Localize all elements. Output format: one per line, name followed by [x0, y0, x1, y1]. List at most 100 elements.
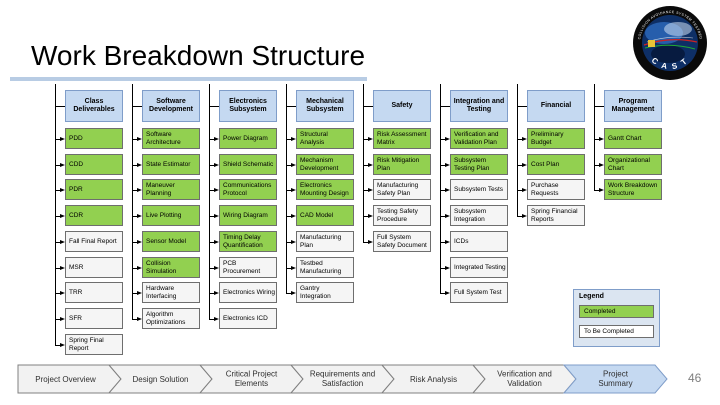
- wbs-item-cost-plan: Cost Plan: [527, 154, 585, 175]
- wbs-item-purchase-requests: Purchase Requests: [527, 179, 585, 200]
- wbs-arrowhead-icon: [445, 239, 450, 244]
- wbs-item-electronics-wiring: Electronics Wiring: [219, 282, 277, 303]
- wbs-arrowhead-icon: [137, 265, 142, 270]
- wbs-connector-header: [363, 106, 373, 107]
- wbs-item-algorithm-optimizations: Algorithm Optimizations: [142, 308, 200, 329]
- wbs-connector-item: [209, 293, 214, 294]
- wbs-connector-item: [55, 319, 60, 320]
- legend-completed-label: Completed: [584, 308, 616, 315]
- wbs-item-preliminary-budget: Preliminary Budget: [527, 128, 585, 149]
- wbs-arrowhead-icon: [445, 213, 450, 218]
- wbs-arrowhead-icon: [137, 162, 142, 167]
- wbs-arrowhead-icon: [445, 187, 450, 192]
- wbs-arrowhead-icon: [214, 316, 219, 321]
- wbs-arrowhead-icon: [291, 265, 296, 270]
- wbs-connector-item: [55, 139, 60, 140]
- wbs-item-integrated-testing: Integrated Testing: [450, 257, 508, 278]
- wbs-connector-item: [55, 165, 60, 166]
- logo-satellite-icon: [648, 40, 655, 47]
- wbs-connector-item: [55, 190, 60, 191]
- nav-step-project-summary[interactable]: [562, 364, 668, 394]
- wbs-item-msr: MSR: [65, 257, 123, 278]
- wbs-arrowhead-icon: [291, 162, 296, 167]
- wbs-arrowhead-icon: [445, 265, 450, 270]
- wbs-item-software-architecture: Software Architecture: [142, 128, 200, 149]
- wbs-item-manufacturing-safety-plan: Manufacturing Safety Plan: [373, 179, 431, 200]
- wbs-connector-item: [286, 165, 291, 166]
- wbs-connector-spine: [594, 84, 595, 191]
- wbs-connector-item: [517, 190, 522, 191]
- page-number: 46: [688, 371, 702, 385]
- wbs-arrowhead-icon: [60, 316, 65, 321]
- wbs-connector-item: [440, 139, 445, 140]
- wbs-connector-spine: [55, 84, 56, 345]
- wbs-connector-header: [517, 106, 527, 107]
- logo-trajectory-green: [644, 44, 696, 50]
- wbs-arrowhead-icon: [522, 187, 527, 192]
- wbs-connector-item: [209, 165, 214, 166]
- wbs-column-header-electronics-subsystem: Electronics Subsystem: [219, 90, 277, 122]
- wbs-arrowhead-icon: [599, 162, 604, 167]
- wbs-connector-item: [517, 216, 522, 217]
- wbs-item-full-system-test: Full System Test: [450, 282, 508, 303]
- wbs-connector-item: [286, 216, 291, 217]
- wbs-connector-item: [55, 242, 60, 243]
- wbs-arrowhead-icon: [214, 136, 219, 141]
- wbs-connector-item: [209, 139, 214, 140]
- wbs-connector-item: [363, 190, 368, 191]
- wbs-column-header-software-development: Software Development: [142, 90, 200, 122]
- wbs-item-risk-assessment-matrix: Risk Assessment Matrix: [373, 128, 431, 149]
- wbs-connector-item: [286, 268, 291, 269]
- wbs-arrowhead-icon: [214, 290, 219, 295]
- wbs-arrowhead-icon: [445, 290, 450, 295]
- legend-completed-swatch: Completed: [579, 305, 654, 318]
- wbs-connector-item: [363, 139, 368, 140]
- wbs-arrowhead-icon: [137, 136, 142, 141]
- wbs-arrowhead-icon: [522, 213, 527, 218]
- wbs-connector-item: [594, 190, 599, 191]
- wbs-connector-item: [55, 293, 60, 294]
- wbs-connector-spine: [132, 84, 133, 319]
- wbs-connector-header: [55, 106, 65, 107]
- wbs-connector-item: [209, 242, 214, 243]
- wbs-column-header-integration-and-testing: Integration and Testing: [450, 90, 508, 122]
- wbs-arrowhead-icon: [291, 290, 296, 295]
- wbs-connector-item: [132, 293, 137, 294]
- wbs-connector-spine: [286, 84, 287, 294]
- wbs-item-electronics-icd: Electronics ICD: [219, 308, 277, 329]
- wbs-arrowhead-icon: [137, 239, 142, 244]
- wbs-arrowhead-icon: [214, 162, 219, 167]
- nav-step-label-design-solution: Design Solution: [132, 375, 188, 384]
- wbs-connector-spine: [517, 84, 518, 217]
- wbs-item-hardware-interfacing: Hardware Interfacing: [142, 282, 200, 303]
- wbs-item-subsystem-tests: Subsystem Tests: [450, 179, 508, 200]
- wbs-connector-item: [363, 216, 368, 217]
- wbs-connector-item: [132, 165, 137, 166]
- wbs-connector-item: [517, 165, 522, 166]
- wbs-arrowhead-icon: [137, 290, 142, 295]
- wbs-item-gantt-chart: Gantt Chart: [604, 128, 662, 149]
- wbs-arrowhead-icon: [368, 213, 373, 218]
- wbs-item-maneuver-planning: Maneuver Planning: [142, 179, 200, 200]
- wbs-arrowhead-icon: [60, 290, 65, 295]
- title-underline: [10, 77, 367, 81]
- wbs-connector-header: [209, 106, 219, 107]
- wbs-arrowhead-icon: [60, 187, 65, 192]
- wbs-connector-header: [132, 106, 142, 107]
- wbs-item-cdd: CDD: [65, 154, 123, 175]
- wbs-item-electronics-mounting-design: Electronics Mounting Design: [296, 179, 354, 200]
- wbs-item-wiring-diagram: Wiring Diagram: [219, 205, 277, 226]
- wbs-arrowhead-icon: [368, 162, 373, 167]
- wbs-item-testing-safety-procedure: Testing Safety Procedure: [373, 205, 431, 226]
- wbs-connector-item: [440, 165, 445, 166]
- wbs-arrowhead-icon: [291, 136, 296, 141]
- nav-step-label-project-overview: Project Overview: [35, 375, 96, 384]
- wbs-connector-item: [132, 319, 137, 320]
- wbs-arrowhead-icon: [60, 213, 65, 218]
- wbs-column-header-safety: Safety: [373, 90, 431, 122]
- wbs-item-fall-final-report: Fall Final Report: [65, 231, 123, 252]
- wbs-connector-item: [517, 139, 522, 140]
- nav-step-label-risk-analysis: Risk Analysis: [410, 375, 457, 384]
- wbs-arrowhead-icon: [214, 213, 219, 218]
- wbs-connector-item: [209, 268, 214, 269]
